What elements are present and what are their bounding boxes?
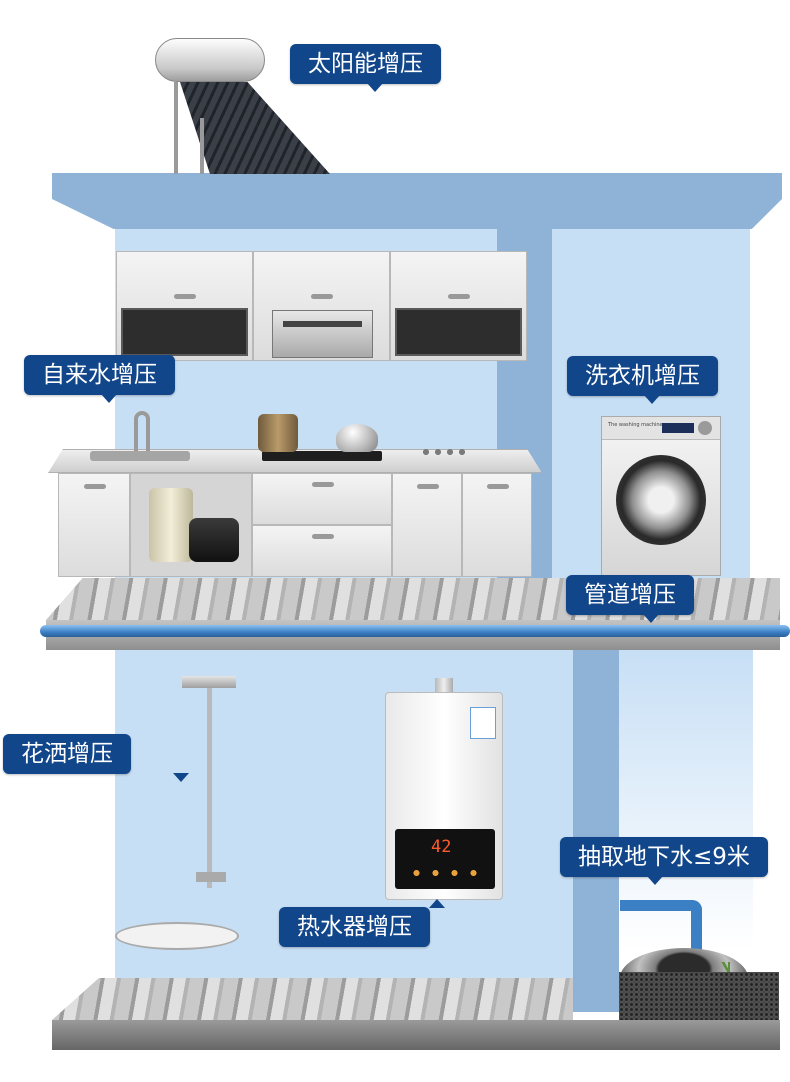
- pipeline-label-pointer: [643, 614, 659, 623]
- heater-flue: [435, 678, 453, 692]
- heater-buttons: [407, 869, 483, 877]
- upper-cabinet-left: [116, 251, 253, 361]
- washer-boost-label: 洗衣机增压: [567, 356, 718, 404]
- washer-knob: [698, 421, 712, 435]
- shower-head: [182, 676, 236, 688]
- base-drawer-bottom: [252, 525, 392, 577]
- sink: [90, 451, 190, 461]
- heater-body: 42: [385, 692, 503, 900]
- lower-partition: [573, 650, 619, 1012]
- cooking-pot: [258, 414, 298, 452]
- booster-pump: [149, 488, 239, 562]
- cabinet-handle: [312, 534, 334, 539]
- shower-set: [182, 676, 242, 896]
- pipeline-boost-text: 管道增压: [584, 582, 676, 608]
- cabinet-handle: [312, 482, 334, 487]
- hood-control-bar: [283, 321, 362, 327]
- cabinet-handle: [174, 294, 196, 299]
- cabinet-handle: [311, 294, 333, 299]
- shower-boost-label: 花洒增压: [3, 734, 189, 782]
- bathtub-rim: [115, 922, 239, 950]
- base-cabinet-4: [462, 473, 532, 577]
- washer-display: [662, 423, 694, 433]
- glass-door: [395, 308, 522, 356]
- lower-floor: [52, 978, 573, 1020]
- water-heater-boost-text: 热水器增压: [297, 914, 412, 940]
- solar-boost-label: 太阳能增压: [290, 44, 441, 92]
- gas-stove: [262, 451, 382, 461]
- roof-slab: [52, 173, 782, 199]
- heater-control-panel: 42: [395, 829, 495, 889]
- foundation: [52, 1020, 780, 1050]
- upper-cabinet-middle: [253, 251, 390, 361]
- upper-cabinets: [116, 251, 527, 361]
- gas-water-heater: 42: [385, 678, 503, 900]
- roof-ceiling-left: [52, 199, 526, 229]
- heater-temperature-display: 42: [431, 837, 452, 857]
- range-hood: [272, 310, 373, 358]
- groundwater-label: 抽取地下水≤9米: [560, 837, 768, 885]
- open-cabinet: [130, 473, 252, 577]
- cabinet-handle: [417, 484, 439, 489]
- well-pipe: [620, 900, 702, 970]
- washer-label-pointer: [644, 395, 660, 404]
- solar-label-pointer: [367, 83, 383, 92]
- tap-water-boost-text: 自来水增压: [42, 362, 157, 388]
- washer-boost-text: 洗衣机增压: [585, 363, 700, 389]
- vegetables: [420, 446, 470, 458]
- solar-water-heater: [150, 38, 330, 174]
- groundwater-label-pointer: [647, 876, 663, 885]
- tap-water-label-pointer: [101, 394, 117, 403]
- pump-tank: [149, 488, 193, 562]
- solar-stand: [174, 82, 178, 174]
- solar-tank: [155, 38, 265, 82]
- shower-boost-text: 花洒增压: [21, 741, 113, 767]
- kettle: [336, 424, 378, 452]
- washer-panel-text: The washing machine: [608, 422, 663, 428]
- groundwater-text: 抽取地下水≤9米: [578, 844, 750, 870]
- cabinet-handle: [487, 484, 509, 489]
- pump-motor: [189, 518, 239, 562]
- water-heater-label-pointer: [429, 899, 445, 908]
- tap-water-boost-label: 自来水增压: [24, 355, 175, 403]
- base-cabinet-1: [58, 473, 130, 577]
- solar-boost-text: 太阳能增压: [308, 51, 423, 77]
- glass-door: [121, 308, 248, 356]
- gravel-ground: [619, 972, 779, 1020]
- base-cabinet-3: [392, 473, 462, 577]
- roof-ceiling-right: [550, 199, 782, 229]
- base-drawer-top: [252, 473, 392, 525]
- water-pipe: [40, 625, 790, 637]
- base-cabinets: [58, 473, 532, 579]
- faucet: [134, 411, 150, 455]
- shower-mixer: [196, 872, 226, 882]
- water-heater-boost-label: 热水器增压: [279, 899, 445, 947]
- pipeline-boost-label: 管道增压: [566, 575, 694, 623]
- upper-cabinet-right: [390, 251, 527, 361]
- cabinet-handle: [448, 294, 470, 299]
- shower-label-pointer: [173, 773, 189, 782]
- shower-pipe: [207, 688, 212, 888]
- cabinet-handle: [84, 484, 106, 489]
- energy-label: [470, 707, 496, 739]
- solar-stand-2: [200, 118, 204, 174]
- washer-control-panel: The washing machine: [602, 417, 720, 440]
- washer-door: [616, 455, 706, 545]
- washing-machine: The washing machine: [601, 416, 721, 576]
